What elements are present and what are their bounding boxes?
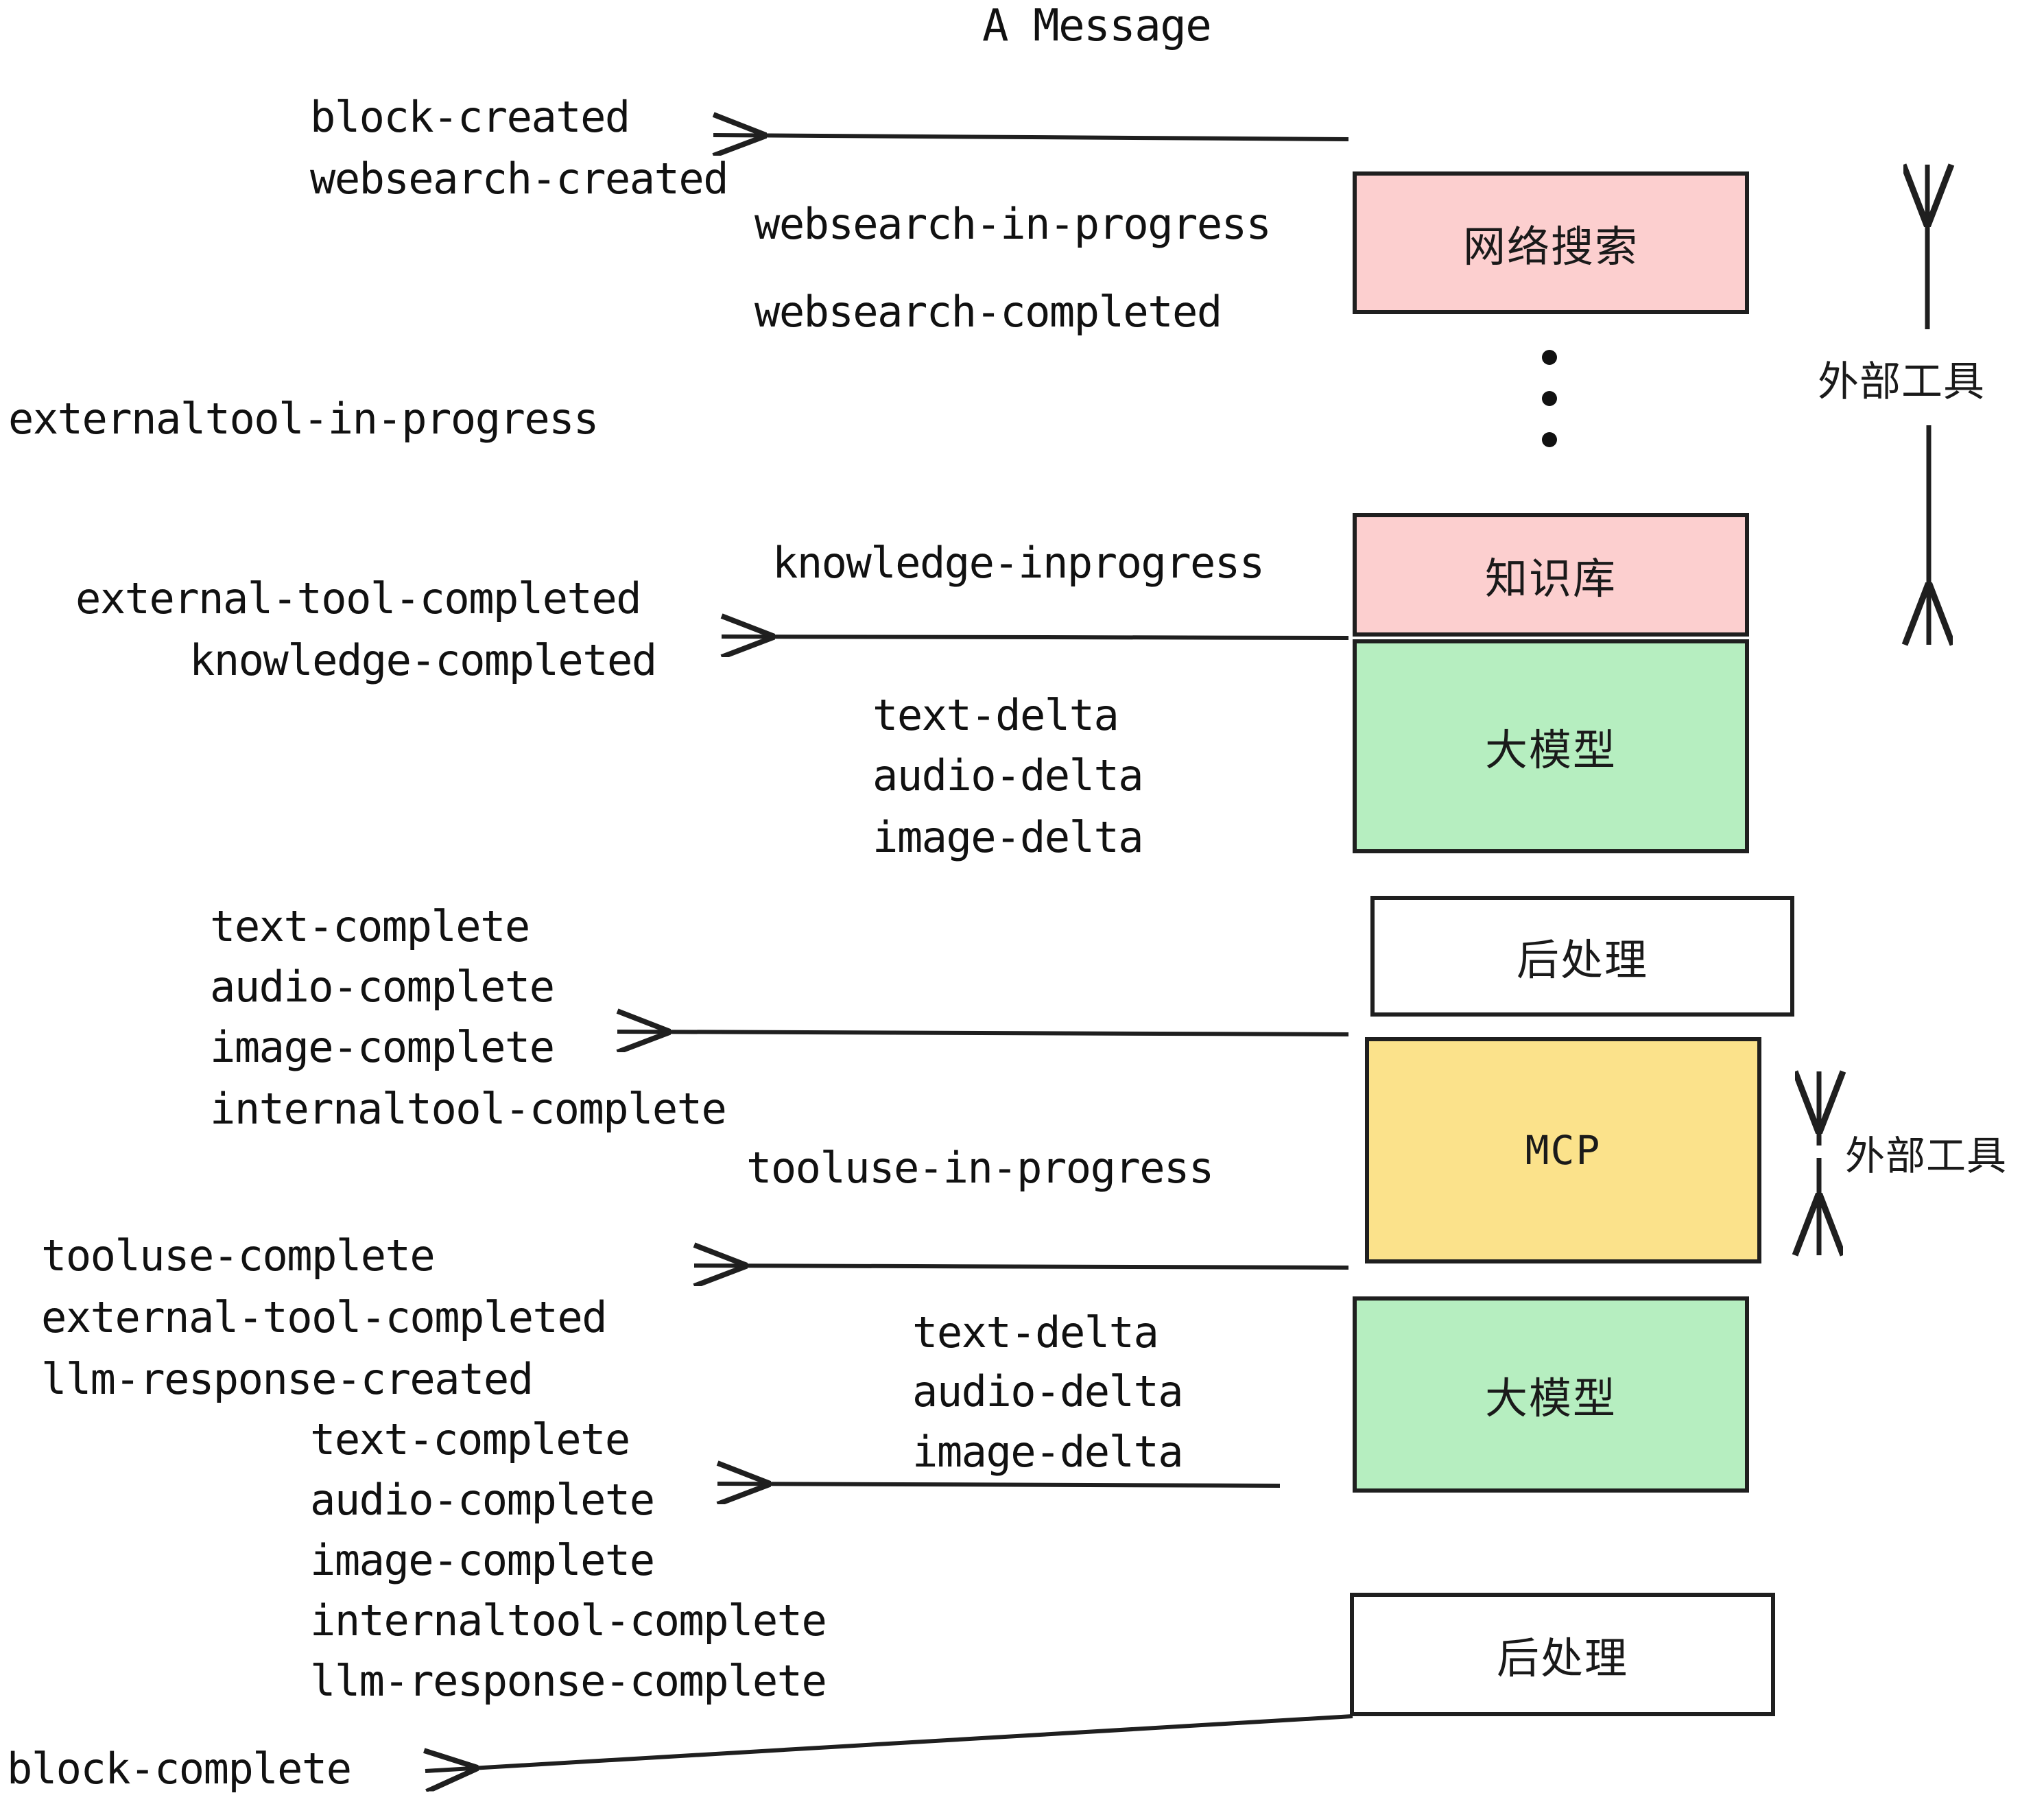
- box-postprocess-2[interactable]: 后处理: [1350, 1593, 1775, 1716]
- event-audio-delta-1: audio-delta: [872, 750, 1144, 800]
- event-image-complete-1: image-complete: [210, 1022, 555, 1072]
- event-knowledge-inprogress: knowledge-inprogress: [772, 538, 1265, 588]
- event-audio-complete-2: audio-complete: [310, 1475, 655, 1525]
- event-image-complete-2: image-complete: [310, 1535, 655, 1585]
- arrow-knowledge-completed: [722, 637, 1349, 638]
- ellipsis-dot: [1542, 432, 1557, 447]
- event-knowledge-completed: knowledge-completed: [189, 635, 657, 685]
- event-text-delta-1: text-delta: [872, 690, 1119, 740]
- box-label: 网络搜索: [1462, 222, 1639, 272]
- box-websearch[interactable]: 网络搜索: [1353, 171, 1749, 314]
- ellipsis-dot: [1542, 350, 1557, 365]
- box-label: 后处理: [1516, 935, 1648, 985]
- arrow-block-created: [713, 135, 1349, 139]
- event-text-complete-1: text-complete: [210, 901, 530, 951]
- ellipsis-dot: [1542, 391, 1557, 406]
- box-label: 知识库: [1484, 554, 1617, 604]
- event-text-complete-2: text-complete: [310, 1414, 630, 1464]
- box-label: 大模型: [1484, 1373, 1617, 1423]
- event-websearch-in-progress: websearch-in-progress: [754, 199, 1272, 249]
- box-label: 大模型: [1484, 725, 1617, 775]
- event-externaltool-in-progress: externaltool-in-progress: [8, 394, 599, 444]
- event-block-complete: block-complete: [7, 1744, 352, 1794]
- event-llm-response-created: llm-response-created: [41, 1354, 534, 1404]
- arrow-block-complete: [425, 1714, 1353, 1771]
- arrow-tooluse-complete: [694, 1266, 1349, 1268]
- event-tooluse-complete: tooluse-complete: [41, 1231, 436, 1281]
- box-llm-2[interactable]: 大模型: [1353, 1296, 1749, 1493]
- event-text-delta-2: text-delta: [912, 1307, 1159, 1357]
- arrow-audio-complete: [717, 1484, 1281, 1486]
- box-mcp[interactable]: MCP: [1365, 1037, 1761, 1263]
- event-llm-response-complete: llm-response-complete: [310, 1656, 827, 1706]
- event-image-delta-2: image-delta: [912, 1427, 1184, 1477]
- event-internaltool-complete-2: internaltool-complete: [310, 1595, 827, 1646]
- event-tooluse-in-progress: tooluse-in-progress: [746, 1143, 1214, 1193]
- side-label-external-tools-top: 外部工具: [1818, 358, 1985, 406]
- event-audio-complete-1: audio-complete: [210, 962, 555, 1012]
- box-postprocess-1[interactable]: 后处理: [1370, 896, 1794, 1017]
- box-label: 后处理: [1496, 1633, 1628, 1683]
- box-label: MCP: [1525, 1127, 1602, 1174]
- arrow-image-complete: [617, 1032, 1349, 1034]
- side-label-external-tools-bottom: 外部工具: [1845, 1132, 2008, 1179]
- event-image-delta-1: image-delta: [872, 812, 1144, 862]
- page-title: A Message: [982, 1, 1212, 51]
- event-internaltool-complete-1: internaltool-complete: [210, 1084, 727, 1134]
- box-knowledge[interactable]: 知识库: [1353, 513, 1749, 637]
- event-websearch-completed: websearch-completed: [754, 287, 1222, 337]
- event-block-created: block-created: [310, 92, 630, 142]
- event-websearch-created: websearch-created: [310, 154, 729, 204]
- event-audio-delta-2: audio-delta: [912, 1366, 1184, 1416]
- box-llm-1[interactable]: 大模型: [1353, 639, 1749, 853]
- vertical-ellipsis: [1542, 350, 1562, 487]
- event-external-tool-completed-2: external-tool-completed: [41, 1292, 608, 1342]
- event-external-tool-completed-1: external-tool-completed: [75, 573, 642, 624]
